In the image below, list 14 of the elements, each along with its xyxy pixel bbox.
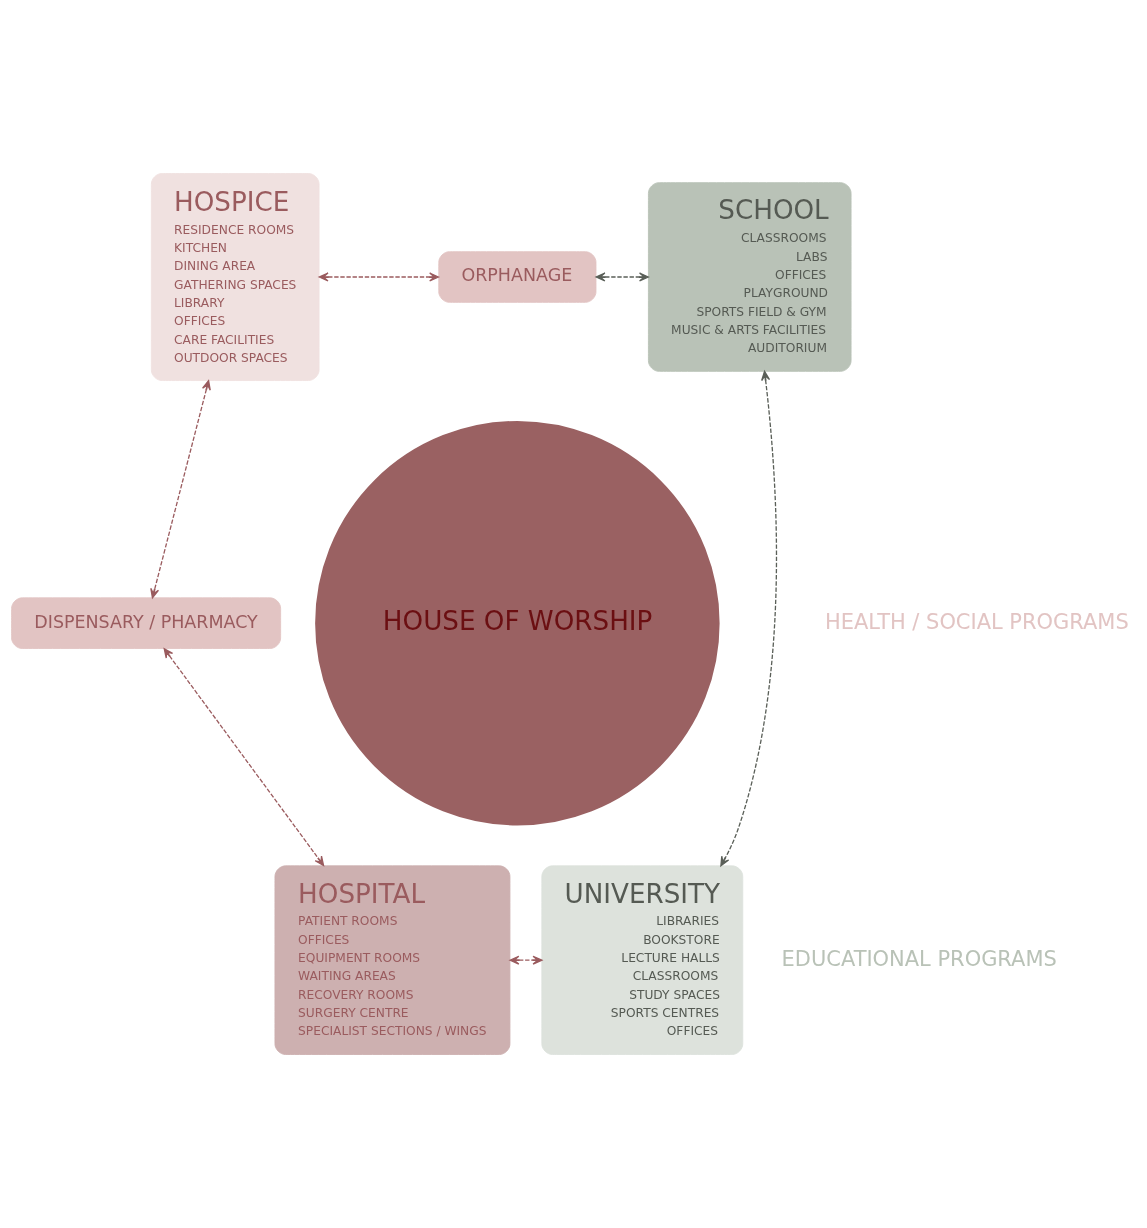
- arrow: [509, 955, 543, 965]
- node-box: UNIVERSITY LIBRARIES BOOKSTORE LECTURE HALLS CLASSROOMS STUDY SPACES SPORTS CENTRES OFFICES: [541, 865, 744, 1055]
- label: EDUCATIONAL PROGRAMS: [781, 946, 1057, 971]
- arrow: [595, 272, 649, 282]
- arrow: [163, 648, 325, 867]
- arrow: [318, 272, 440, 282]
- label: HEALTH / SOCIAL PROGRAMS: [825, 609, 1129, 634]
- arrow: [720, 370, 778, 867]
- node-box: HOSPITAL PATIENT ROOMS OFFICES EQUIPMENT ROOMS WAITING AREAS RECOVERY ROOMS SURGERY CENTRE SPECIALIST SECTIONS / WINGS: [274, 865, 511, 1055]
- arrow: [150, 380, 211, 599]
- node-box: ORPHANAGE: [438, 251, 597, 303]
- node-box: SCHOOL CLASSROOMS LABS OFFICES PLAYGROUND SPORTS FIELD & GYM MUSIC & ARTS FACILITIES AUDITORIUM: [647, 182, 852, 372]
- node-box: HOSPICE RESIDENCE ROOMS KITCHEN DINING AREA GATHERING SPACES LIBRARY OFFICES CARE FACILITIES OUTDOOR SPACES: [150, 173, 320, 381]
- node-box: DISPENSARY / PHARMACY: [11, 597, 282, 649]
